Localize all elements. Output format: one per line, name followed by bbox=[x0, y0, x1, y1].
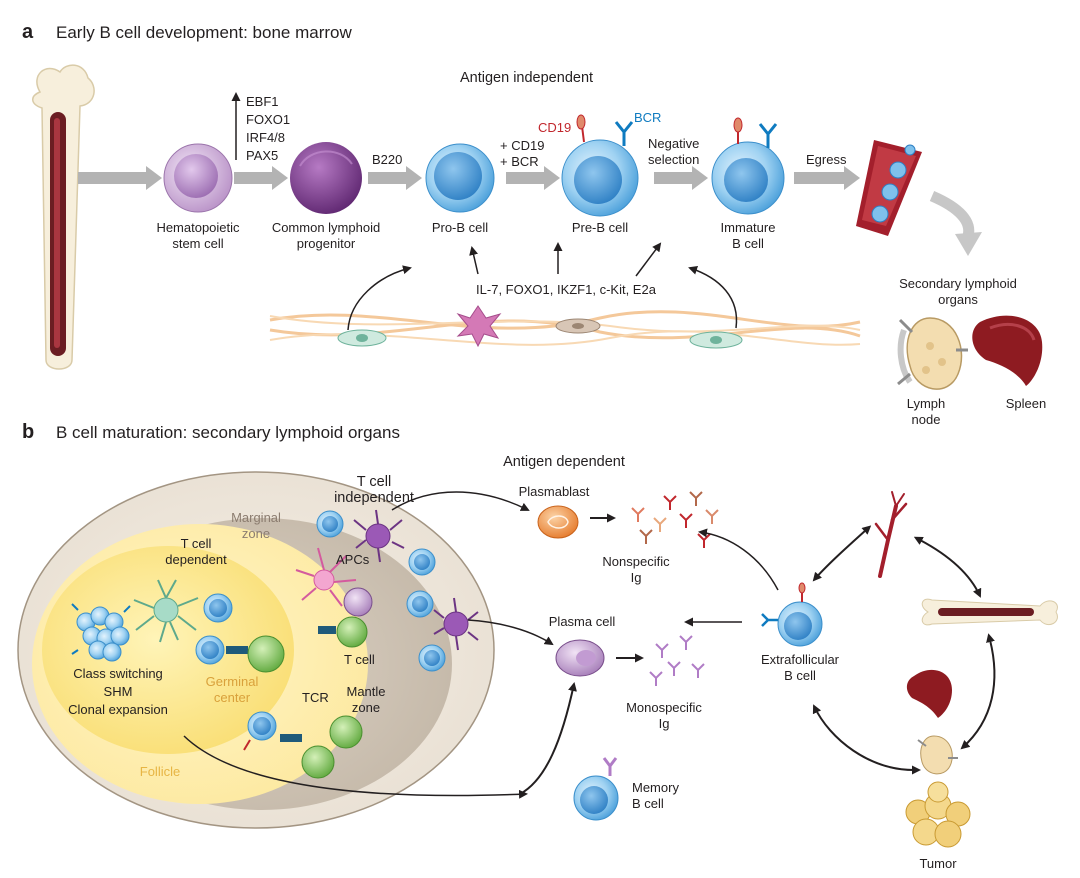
label-tumor: Tumor bbox=[919, 856, 957, 871]
label-lymph-1: Lymph bbox=[907, 396, 946, 411]
pre-b-cell bbox=[561, 114, 639, 217]
label-mantle-1: Mantle bbox=[346, 684, 385, 699]
label-plasmablast: Plasmablast bbox=[519, 484, 590, 499]
label-center: center bbox=[214, 690, 251, 705]
label-shm: SHM bbox=[104, 684, 133, 699]
label-mantle-2: zone bbox=[352, 700, 380, 715]
factor-ebf1: EBF1 bbox=[246, 94, 279, 109]
panel-b-title: B cell maturation: secondary lymphoid or… bbox=[56, 423, 400, 442]
hematopoietic-stem-cell bbox=[163, 143, 233, 213]
label-nonspecific-2: Ig bbox=[631, 570, 642, 585]
marginal-zone-b-cells bbox=[316, 510, 446, 672]
spleen-small-icon bbox=[906, 669, 952, 718]
label-marginal-2: zone bbox=[242, 526, 270, 541]
blood-vessel-branch-icon bbox=[874, 491, 908, 578]
apc-dendritic-cells bbox=[295, 509, 479, 651]
stroma-factors: IL-7, FOXO1, IKZF1, c-Kit, E2a bbox=[476, 282, 657, 297]
label-hsc-1: Hematopoietic bbox=[156, 220, 240, 235]
label-memory-1: Memory bbox=[632, 780, 679, 795]
tumor-icon bbox=[905, 781, 971, 848]
label-imm-2: B cell bbox=[732, 236, 764, 251]
tcr-interaction bbox=[243, 711, 363, 779]
label-extra-2: B cell bbox=[784, 668, 816, 683]
label-t-indep-2: independent bbox=[334, 490, 414, 506]
label-bcr-marker: BCR bbox=[634, 110, 661, 125]
label-t-dep-1: T cell bbox=[181, 536, 212, 551]
germinal-center-b-cell bbox=[203, 593, 233, 623]
label-cd19-marker: CD19 bbox=[538, 120, 571, 135]
common-lymphoid-progenitor-cell bbox=[290, 142, 362, 214]
panel-a-letter: a bbox=[22, 21, 34, 43]
label-monospecific-2: Ig bbox=[659, 716, 670, 731]
bone-marrow-femur-icon bbox=[32, 64, 95, 370]
lymph-node-small-icon bbox=[917, 735, 958, 775]
phase-antigen-dependent: Antigen dependent bbox=[503, 454, 625, 470]
label-negative: Negative bbox=[648, 136, 699, 151]
label-preb: Pre-B cell bbox=[572, 220, 628, 235]
monospecific-ig-icons bbox=[649, 635, 705, 686]
label-extra-1: Extrafollicular bbox=[761, 652, 840, 667]
b-t-cell-interaction bbox=[195, 635, 285, 673]
bone-marrow-stroma bbox=[269, 305, 861, 349]
label-clp-2: progenitor bbox=[297, 236, 356, 251]
label-t-dep-2: dependent bbox=[165, 552, 227, 567]
label-spleen: Spleen bbox=[1006, 396, 1046, 411]
lymph-node-icon bbox=[897, 317, 968, 390]
label-tcell: T cell bbox=[344, 652, 375, 667]
phase-antigen-independent: Antigen independent bbox=[460, 70, 593, 86]
label-hsc-2: stem cell bbox=[172, 236, 223, 251]
label-prob: Pro-B cell bbox=[432, 220, 488, 235]
blood-vessel bbox=[856, 140, 922, 236]
label-apcs: APCs bbox=[336, 552, 370, 567]
extrafollicular-b-cell bbox=[761, 582, 823, 647]
label-lymph-2: node bbox=[912, 412, 941, 427]
plasmablast-cell bbox=[537, 505, 579, 539]
plasma-cell bbox=[555, 639, 605, 677]
progression-arrows bbox=[78, 166, 982, 256]
label-egress: Egress bbox=[806, 152, 847, 167]
label-class-switching: Class switching bbox=[73, 666, 163, 681]
label-slo-1: Secondary lymphoid bbox=[899, 276, 1017, 291]
label-cd19: + CD19 bbox=[500, 138, 544, 153]
label-bcr: + BCR bbox=[500, 154, 539, 169]
label-germinal: Germinal bbox=[206, 674, 259, 689]
proliferating-b-cell-cluster bbox=[71, 603, 131, 662]
label-monospecific-1: Monospecific bbox=[626, 700, 702, 715]
label-selection: selection bbox=[648, 152, 699, 167]
spleen-icon bbox=[972, 315, 1043, 386]
label-nonspecific-1: Nonspecific bbox=[602, 554, 670, 569]
label-clonal: Clonal expansion bbox=[68, 702, 168, 717]
mantle-t-cell bbox=[318, 616, 368, 648]
memory-b-cell bbox=[573, 757, 619, 821]
follicular-dendritic-cell bbox=[133, 579, 199, 643]
nonspecific-ig-icons bbox=[631, 491, 719, 548]
immature-b-cell bbox=[711, 117, 785, 215]
label-tcr: TCR bbox=[302, 690, 329, 705]
circulation-arrows bbox=[812, 525, 996, 775]
label-memory-2: B cell bbox=[632, 796, 664, 811]
factor-foxo1: FOXO1 bbox=[246, 112, 290, 127]
label-t-indep-1: T cell bbox=[357, 474, 391, 490]
panel-a-title: Early B cell development: bone marrow bbox=[56, 23, 352, 42]
label-slo-2: organs bbox=[938, 292, 978, 307]
label-b220: B220 bbox=[372, 152, 402, 167]
label-plasma-cell: Plasma cell bbox=[549, 614, 616, 629]
label-follicle: Follicle bbox=[140, 764, 180, 779]
factor-irf48: IRF4/8 bbox=[246, 130, 285, 145]
label-clp-1: Common lymphoid bbox=[272, 220, 380, 235]
panel-b-letter: b bbox=[22, 421, 34, 443]
label-imm-1: Immature bbox=[721, 220, 776, 235]
bone-icon bbox=[921, 598, 1058, 626]
pro-b-cell bbox=[425, 143, 495, 213]
factor-pax5: PAX5 bbox=[246, 148, 278, 163]
label-marginal-1: Marginal bbox=[231, 510, 281, 525]
